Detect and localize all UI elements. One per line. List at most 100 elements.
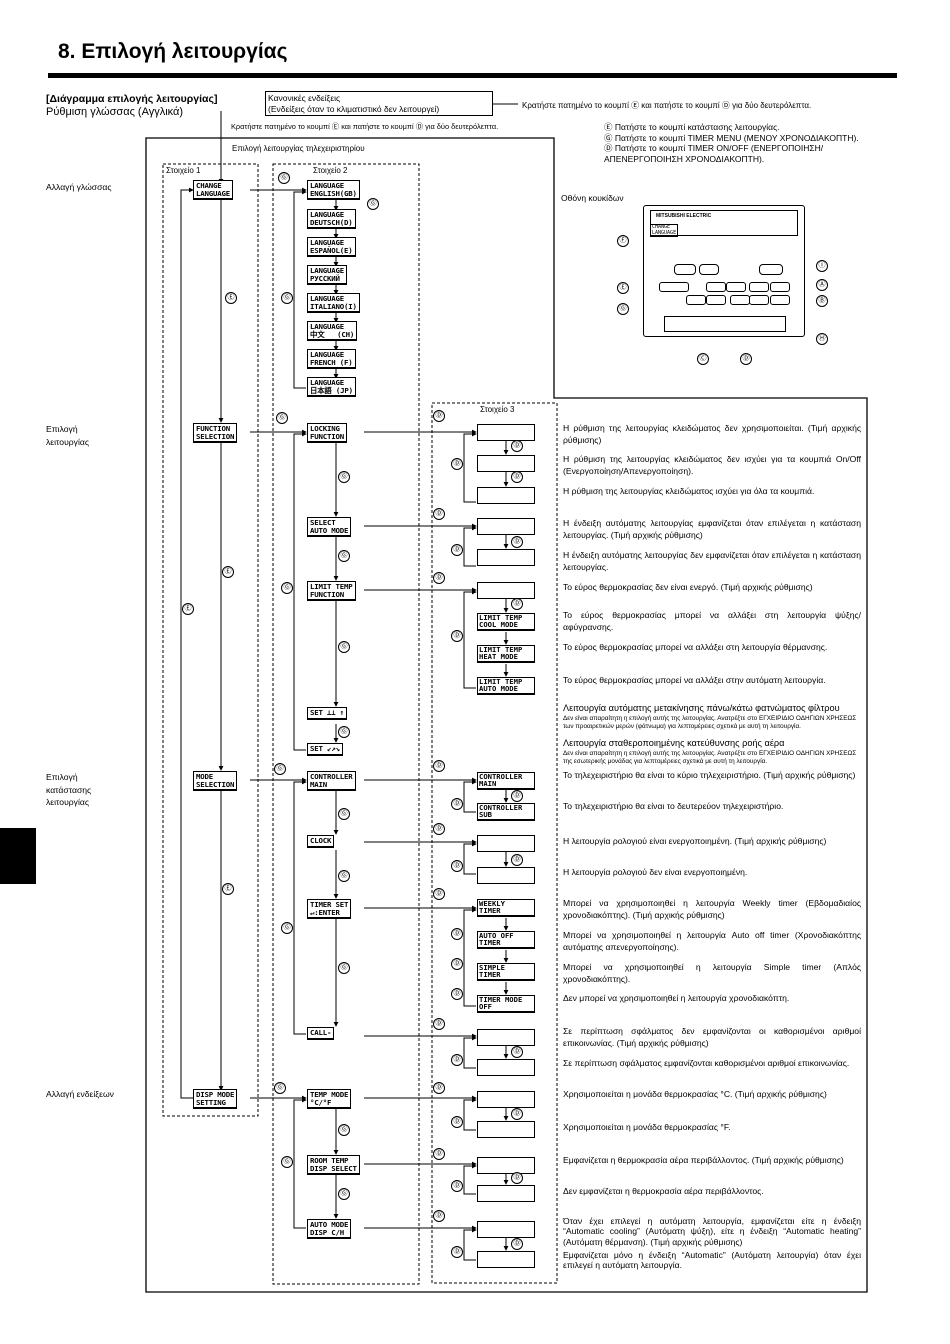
lang-english[interactable]: LANGUAGE ENGLISH(GB): [307, 180, 360, 201]
side-label-display: Αλλαγή ενδείξεων: [46, 1089, 114, 1099]
btn-c1[interactable]: [686, 295, 706, 305]
mark-d: Ⓓ: [511, 598, 523, 610]
item-change-language[interactable]: CHANGE LANGUAGE: [193, 180, 233, 201]
item-controller-main[interactable]: CONTROLLER MAIN: [307, 771, 356, 792]
s3-lock-1[interactable]: [477, 424, 535, 441]
dot-display-label: Οθόνη κουκίδων: [561, 193, 624, 203]
mark-g: Ⓖ: [338, 808, 350, 820]
lang-japanese[interactable]: LANGUAGE 日本語 (JP): [307, 377, 356, 398]
lang-chinese[interactable]: LANGUAGE 中文 (CH): [307, 321, 358, 342]
s3-limit-heat[interactable]: LIMIT TEMP HEAT MODE: [477, 645, 535, 663]
s3-autodisp-2[interactable]: [477, 1251, 535, 1268]
controller-brand: MITSUBISHI ELECTRIC: [656, 213, 712, 219]
mark-g: Ⓖ: [338, 962, 350, 974]
s3-auto-off[interactable]: AUTO OFF TIMER: [477, 931, 535, 949]
item-disp-mode[interactable]: DISP MODE SETTING: [193, 1089, 238, 1110]
s3-call-2[interactable]: [477, 1059, 535, 1076]
s3-temp-f[interactable]: [477, 1121, 535, 1138]
s3-call-1[interactable]: [477, 1029, 535, 1046]
lang-italian[interactable]: LANGUAGE ITALIANO(I): [307, 293, 360, 314]
s3-weekly[interactable]: WEEKLY TIMER: [477, 899, 535, 917]
callout-c: Ⓒ: [697, 353, 709, 365]
mark-d: Ⓓ: [433, 888, 445, 900]
mark-g: Ⓖ: [274, 1082, 286, 1094]
s3-limit-cool[interactable]: LIMIT TEMP COOL MODE: [477, 613, 535, 631]
desc-autooff: Μπορεί να χρησιμοποιηθεί η λειτουργία Au…: [563, 930, 861, 953]
item-temp-mode[interactable]: TEMP MODE °C/°F: [307, 1089, 352, 1110]
item-clock[interactable]: CLOCK: [307, 835, 335, 848]
s3-lock-3[interactable]: [477, 487, 535, 504]
item-call[interactable]: CALL-: [307, 1027, 335, 1040]
s3-lock-2[interactable]: [477, 455, 535, 472]
item-limit-temp[interactable]: LIMIT TEMP FUNCTION: [307, 581, 356, 602]
mark-d: Ⓓ: [511, 536, 523, 548]
item-timer-set[interactable]: TIMER SET ↵:ENTER: [307, 899, 352, 920]
item-mode-selection[interactable]: MODE SELECTION: [193, 771, 238, 792]
s3-auto-1[interactable]: [477, 518, 535, 535]
btn-d1[interactable]: [706, 282, 726, 292]
s3-limit-auto[interactable]: LIMIT TEMP AUTO MODE: [477, 677, 535, 695]
s3-timer-off[interactable]: TIMER MODE OFF: [477, 995, 535, 1013]
btn-mode[interactable]: [659, 282, 689, 292]
callout-h: Ⓗ: [816, 333, 828, 345]
btn-on-off[interactable]: [759, 264, 783, 275]
btn-g3[interactable]: [770, 295, 790, 305]
desc-timeroff: Δεν μπορεί να χρησιμοποιηθεί η λειτουργί…: [563, 993, 790, 1003]
step1-label: Στοιχείο 1: [166, 166, 201, 175]
s3-room-2[interactable]: [477, 1185, 535, 1202]
callout-f: Ⓕ: [617, 235, 629, 247]
normal-display-box: Κανονικές ενδείξεις (Ενδείξεις όταν το κ…: [265, 91, 493, 116]
s3-auto-2[interactable]: [477, 549, 535, 566]
btn-h2[interactable]: [770, 282, 790, 292]
page-title: 8. Επιλογή λειτουργίας: [58, 40, 288, 63]
btn-f1[interactable]: [674, 264, 696, 275]
lang-russian[interactable]: LANGUAGE РУССКИЙ: [307, 265, 347, 286]
s3-clock-2[interactable]: [477, 867, 535, 884]
btn-g2[interactable]: [749, 295, 769, 305]
mark-d: Ⓓ: [451, 798, 463, 810]
item-set-vane[interactable]: SET ↙↗↘: [307, 743, 343, 756]
lang-french[interactable]: LANGUAGE FRENCH (F): [307, 349, 356, 370]
desc-weekly: Μπορεί να χρησιμοποιηθεί η λειτουργία We…: [563, 898, 861, 921]
s3-simple[interactable]: SIMPLE TIMER: [477, 963, 535, 981]
mark-e: Ⓔ: [222, 883, 234, 895]
s3-ctrl-main[interactable]: CONTROLLER MAIN: [477, 772, 535, 790]
desc-lock3: Η ρύθμιση της λειτουργίας κλειδώματος ισ…: [563, 486, 815, 496]
s3-clock-1[interactable]: [477, 835, 535, 852]
mark-d: Ⓓ: [511, 790, 523, 802]
mark-d: Ⓓ: [433, 1210, 445, 1222]
desc-grille-text: Δεν είναι απαραίτητη η επιλογή αυτής της…: [563, 715, 857, 731]
legend-line-d2: ΑΠΕΝΕΡΓΟΠΟΙΗΣΗ ΧΡΟΝΟΔΙΑΚΟΠΤΗ).: [604, 153, 765, 164]
side-label-mode: Επιλογή κατάστασης λειτουργίας: [46, 772, 92, 807]
btn-c2[interactable]: [706, 295, 726, 305]
remote-controller: MITSUBISHI ELECTRIC CHANGE LANGUAGE: [643, 205, 805, 337]
item-set-louver[interactable]: SET ⊥⊥ ↑: [307, 707, 347, 720]
item-locking[interactable]: LOCKING FUNCTION: [307, 423, 347, 444]
desc-autodisp2: Εμφανίζεται μόνο η ένδειξη “Automatic” (…: [563, 1250, 861, 1271]
btn-g1[interactable]: [730, 295, 750, 305]
desc-clock1: Η λειτουργία ρολογιού είναι ενεργοποιημέ…: [563, 836, 827, 846]
mark-d: Ⓓ: [511, 1108, 523, 1120]
mark-d: Ⓓ: [451, 1180, 463, 1192]
item-room-temp[interactable]: ROOM TEMP DISP SELECT: [307, 1155, 360, 1176]
s3-ctrl-sub[interactable]: CONTROLLER SUB: [477, 803, 535, 821]
callout-g: Ⓖ: [617, 303, 629, 315]
item-function-selection[interactable]: FUNCTION SELECTION: [193, 423, 238, 444]
callout-a: Ⓐ: [816, 279, 828, 291]
s3-autodisp-1[interactable]: [477, 1221, 535, 1238]
mark-g: Ⓖ: [281, 292, 293, 304]
item-auto-mode-disp[interactable]: AUTO MODE DISP C/H: [307, 1219, 352, 1240]
s3-temp-c[interactable]: [477, 1091, 535, 1108]
mark-d: Ⓓ: [433, 760, 445, 772]
s3-limit-off[interactable]: [477, 582, 535, 599]
btn-h1[interactable]: [749, 282, 769, 292]
desc-tempc: Χρησιμοποιείται η μονάδα θερμοκρασίας °C…: [563, 1089, 827, 1099]
btn-d2[interactable]: [726, 282, 746, 292]
lang-german[interactable]: LANGUAGE DEUTSCH(D): [307, 209, 356, 230]
lang-spanish[interactable]: LANGUAGE ESPAÑOL(E): [307, 237, 356, 258]
item-select-auto[interactable]: SELECT AUTO MODE: [307, 517, 352, 538]
btn-f2[interactable]: [699, 264, 719, 275]
s3-room-1[interactable]: [477, 1157, 535, 1174]
mark-e: Ⓔ: [222, 566, 234, 578]
